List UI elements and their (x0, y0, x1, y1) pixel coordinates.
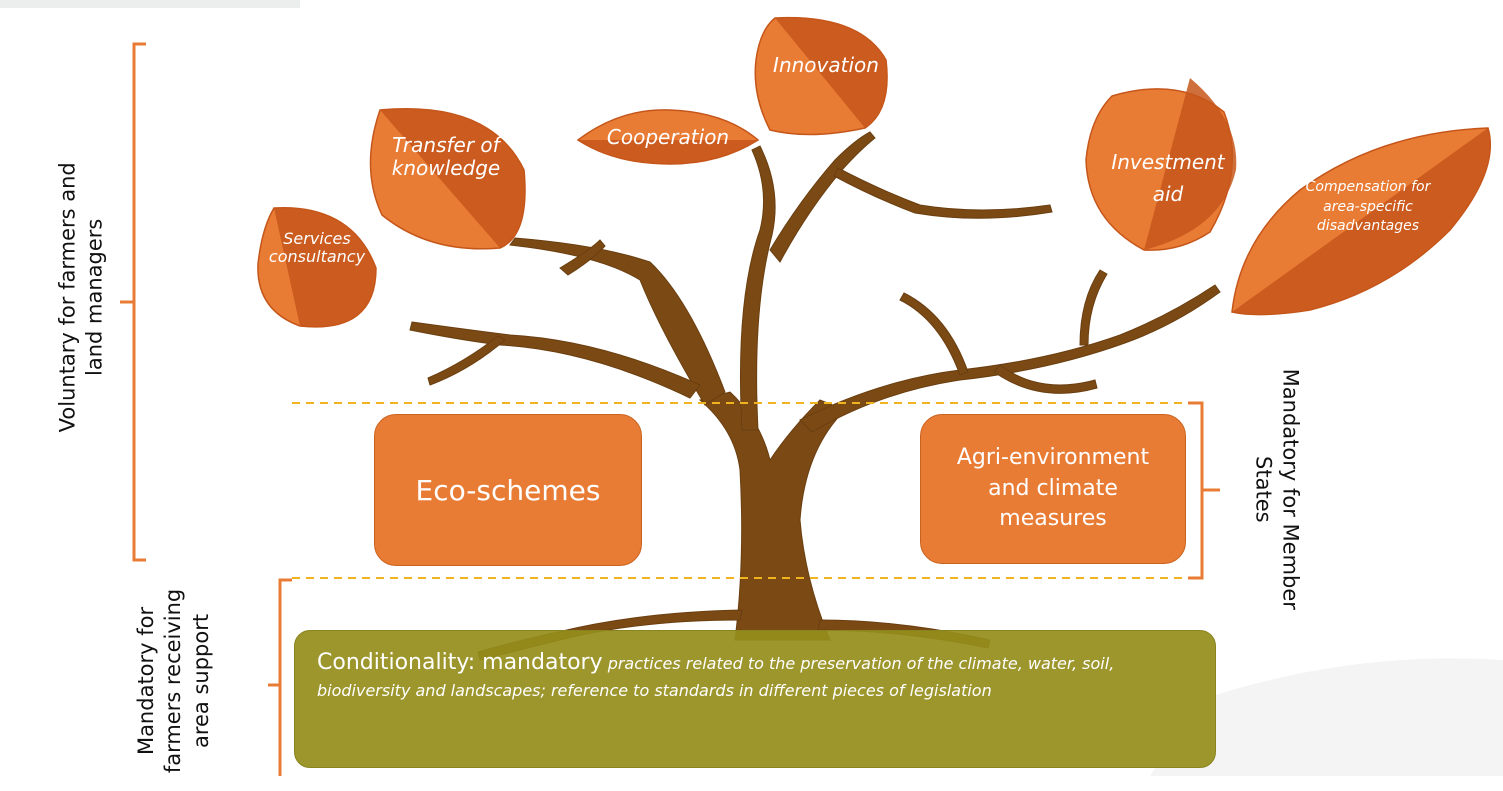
eco-schemes-box: Eco-schemes (374, 414, 642, 566)
conditionality-box: Conditionality: mandatory practices rela… (294, 630, 1216, 768)
leaf-compensation (1231, 127, 1492, 316)
member-states-bracket (1188, 401, 1220, 580)
leaf-label-services-consultancy: Services consultancy (268, 229, 366, 267)
leaf-innovation (754, 16, 888, 136)
tree-trunk (409, 131, 1221, 661)
leaf-label-compensation: Compensation for area-specific disadvant… (1305, 179, 1431, 235)
agri-environment-box: Agri-environment and climate measures (920, 414, 1186, 564)
conditionality-title: Conditionality: mandatory (317, 650, 603, 675)
top-strip (0, 0, 300, 8)
leaf-investment-aid (1085, 78, 1237, 251)
mandatory-member-states-label: Mandatory for Member States (1251, 368, 1303, 610)
agri-environment-label: Agri-environment and climate measures (956, 444, 1150, 532)
leaf-label-transfer-of-knowledge: Transfer of knowledge (391, 133, 501, 180)
leaf-label-cooperation: Cooperation (606, 125, 730, 149)
voluntary-bracket (120, 42, 146, 562)
conditionality-description: practices related to the preservation of… (317, 654, 1115, 700)
leaf-transfer-of-knowledge (369, 108, 526, 250)
eco-schemes-label: Eco-schemes (415, 473, 601, 507)
farmers-bracket (268, 578, 292, 776)
leaf-services-consultancy (257, 207, 377, 328)
mandatory-farmers-label: Mandatory for farmers receiving area sup… (134, 588, 213, 774)
leaf-label-innovation: Innovation (773, 53, 879, 77)
background-wash (1150, 658, 1503, 776)
leaf-cooperation (576, 109, 760, 165)
leaf-label-investment-aid: Investment aid (1111, 150, 1225, 206)
voluntary-label: Voluntary for farmers and land managers (55, 162, 107, 433)
